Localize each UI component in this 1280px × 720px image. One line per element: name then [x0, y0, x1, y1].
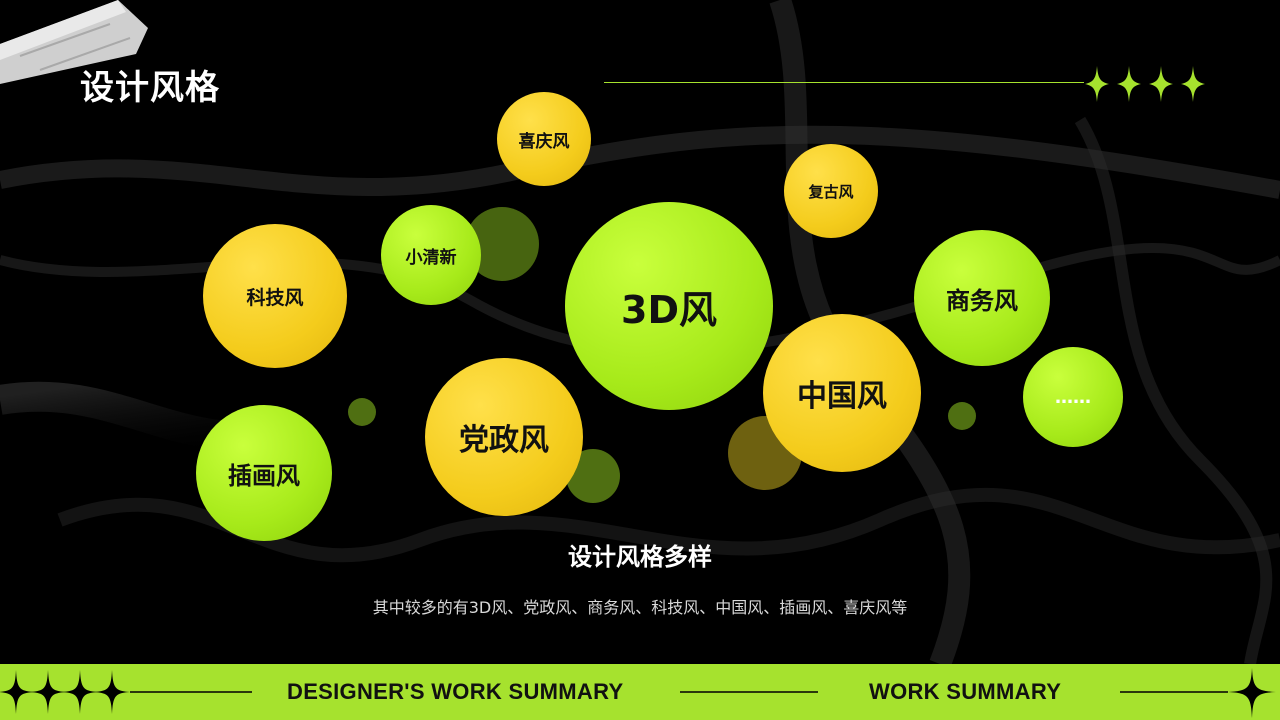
- header-divider-line: [604, 82, 1084, 83]
- deco-dot: [948, 402, 976, 430]
- bubble-xiqing: 喜庆风: [497, 92, 591, 186]
- bubble-chahua: 插画风: [196, 405, 332, 541]
- footer-left-text: DESIGNER'S WORK SUMMARY: [287, 679, 624, 704]
- deco-dot: [348, 398, 376, 426]
- bubble-xiaoqingxin: 小清新: [381, 205, 481, 305]
- bubble-zhongguo: 中国风: [763, 314, 921, 472]
- page-title: 设计风格: [80, 68, 220, 108]
- bubble-keji: 科技风: [203, 224, 347, 368]
- sparkle-star-icon: [1085, 66, 1205, 102]
- bubble-more: ……: [1023, 347, 1123, 447]
- tape-icon: [0, 0, 148, 84]
- section-description: 其中较多的有3D风、党政风、商务风、科技风、中国风、插画风、喜庆风等: [372, 598, 908, 617]
- footer-right-text: WORK SUMMARY: [869, 679, 1062, 704]
- footer-band: DESIGNER'S WORK SUMMARY WORK SUMMARY: [0, 664, 1280, 720]
- footer-decoration: [0, 668, 1276, 718]
- bubble-3d: 3D风: [565, 202, 773, 410]
- bubble-fugu: 复古风: [784, 144, 878, 238]
- bubble-dangzheng: 党政风: [425, 358, 583, 516]
- section-subtitle: 设计风格多样: [568, 543, 712, 571]
- bubble-shangwu: 商务风: [914, 230, 1050, 366]
